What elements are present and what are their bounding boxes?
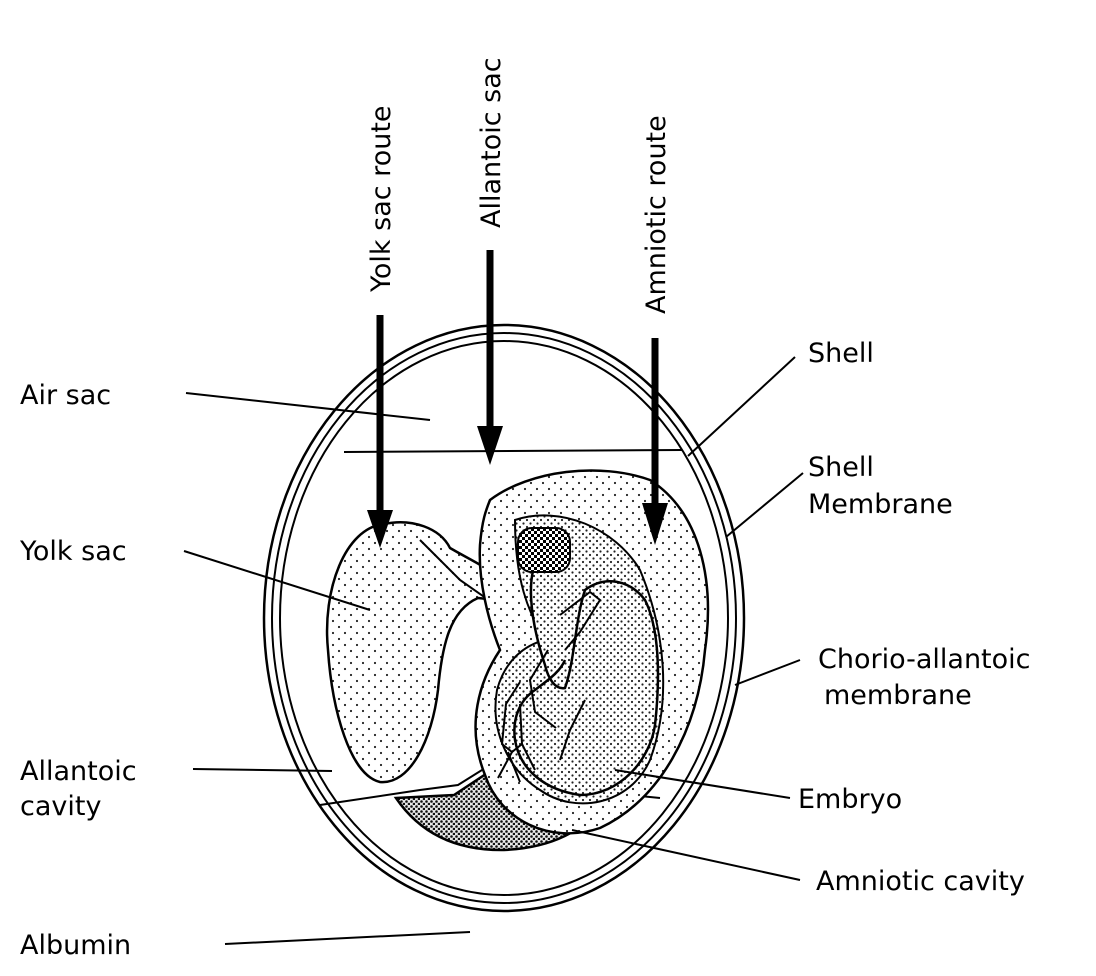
- allantoic-cavity-label-line1: Allantoic: [20, 756, 137, 787]
- chorio-allantoic-label-line2: membrane: [824, 680, 972, 711]
- shell-membrane-label-line2: Membrane: [808, 489, 953, 520]
- embryo-label: Embryo: [798, 784, 902, 815]
- shell-membrane-label-line1: Shell: [808, 452, 874, 483]
- shell-label: Shell: [808, 338, 874, 369]
- amniotic-route-label: Amniotic route: [641, 115, 672, 314]
- amniotic-cavity-label: Amniotic cavity: [816, 866, 1025, 897]
- air-sac-label: Air sac: [20, 380, 111, 411]
- allantoic-cavity-label-line2: cavity: [20, 791, 101, 822]
- yolk-sac-route-label: Yolk sac route: [366, 105, 397, 293]
- albumin-label: Albumin: [20, 930, 131, 961]
- embryo-eye: [518, 528, 570, 572]
- allantoic-sac-label: Allantoic sac: [476, 57, 507, 228]
- chorio-allantoic-label-line1: Chorio-allantoic: [818, 644, 1031, 675]
- yolk-sac-label: Yolk sac: [19, 536, 127, 567]
